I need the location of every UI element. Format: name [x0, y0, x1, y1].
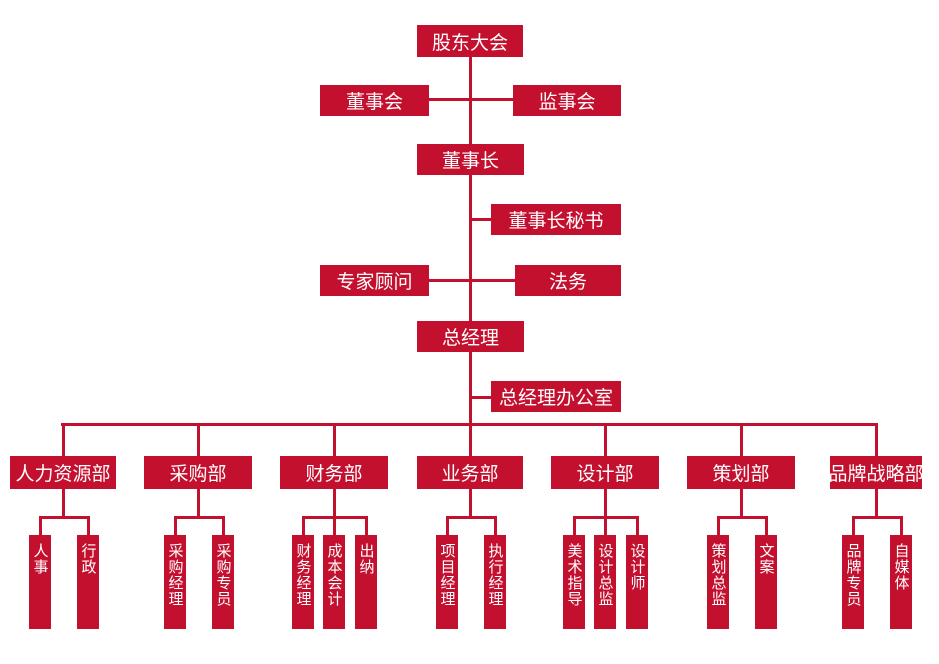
board-of-directors-box: 董事会 — [320, 85, 429, 116]
department-stem-line — [875, 489, 878, 516]
sub-drop-line — [87, 516, 90, 535]
boards-connector-line — [429, 98, 513, 101]
sub-role-label: 采购专员 — [214, 543, 233, 607]
supervisory-board-box: 监事会 — [513, 85, 621, 116]
sub-role-label: 文案 — [757, 543, 776, 575]
sub-role-box: 财务经理 — [292, 535, 314, 629]
sub-drop-line — [765, 516, 768, 535]
sub-drop-line — [494, 516, 497, 535]
sub-role-box: 出纳 — [355, 535, 377, 629]
department-stem-line — [469, 489, 472, 516]
department-stem-line — [604, 489, 607, 516]
sub-role-label: 采购经理 — [166, 543, 185, 607]
department-stem-line — [333, 489, 336, 516]
departments-bus-line — [61, 423, 876, 426]
sub-role-label: 策划总监 — [709, 543, 728, 607]
department-box: 财务部 — [280, 456, 388, 489]
department-box: 品牌战略部 — [829, 456, 924, 489]
sub-drop-line — [636, 516, 639, 535]
sub-role-label: 美术指导 — [565, 543, 584, 607]
general-manager-box: 总经理 — [417, 321, 524, 352]
main-spine-line — [469, 40, 472, 424]
sub-drop-line — [39, 516, 42, 535]
secretary-connector-line — [469, 218, 491, 221]
expert-advisor-box: 专家顾问 — [320, 265, 429, 296]
legal-affairs-box: 法务 — [515, 265, 621, 296]
sub-role-label: 出纳 — [357, 543, 376, 575]
sub-role-box: 人事 — [29, 535, 51, 629]
sub-role-label: 行政 — [79, 543, 98, 575]
chairman-box: 董事长 — [417, 144, 524, 175]
sub-role-box: 设计总监 — [594, 535, 616, 629]
sub-role-box: 设计师 — [626, 535, 648, 629]
department-stem-line — [197, 489, 200, 516]
sub-role-label: 设计师 — [628, 543, 647, 591]
gm-office-connector-line — [469, 396, 491, 399]
sub-bar-line — [446, 516, 497, 519]
sub-role-label: 自媒体 — [892, 543, 911, 591]
department-stem-line — [740, 489, 743, 516]
sub-role-label: 执行经理 — [486, 543, 505, 607]
sub-role-label: 品牌专员 — [844, 543, 863, 607]
sub-role-label: 项目经理 — [438, 543, 457, 607]
sub-role-box: 美术指导 — [563, 535, 585, 629]
sub-bar-line — [174, 516, 225, 519]
sub-role-label: 人事 — [31, 543, 50, 575]
sub-bar-line — [852, 516, 903, 519]
sub-drop-line — [900, 516, 903, 535]
shareholders-meeting-box: 股东大会 — [417, 25, 523, 57]
sub-drop-line — [573, 516, 576, 535]
sub-bar-line — [717, 516, 768, 519]
department-drop-line — [62, 423, 65, 456]
sub-drop-line — [717, 516, 720, 535]
sub-role-box: 品牌专员 — [842, 535, 864, 629]
sub-role-box: 项目经理 — [436, 535, 458, 629]
sub-drop-line — [365, 516, 368, 535]
sub-role-label: 设计总监 — [596, 543, 615, 607]
sub-drop-line — [174, 516, 177, 535]
department-box: 采购部 — [144, 456, 252, 489]
department-drop-line — [333, 423, 336, 456]
sub-drop-line — [333, 516, 336, 535]
department-box: 设计部 — [551, 456, 659, 489]
department-stem-line — [62, 489, 65, 516]
department-box: 人力资源部 — [10, 456, 116, 489]
department-drop-line — [875, 423, 878, 456]
department-drop-line — [197, 423, 200, 456]
sub-drop-line — [852, 516, 855, 535]
sub-role-label: 财务经理 — [294, 543, 313, 607]
sub-role-box: 采购经理 — [164, 535, 186, 629]
sub-role-box: 成本会计 — [323, 535, 345, 629]
sub-role-box: 自媒体 — [890, 535, 912, 629]
sub-drop-line — [222, 516, 225, 535]
sub-drop-line — [604, 516, 607, 535]
chairman-secretary-box: 董事长秘书 — [491, 204, 621, 235]
advisors-connector-line — [429, 279, 515, 282]
sub-role-box: 文案 — [755, 535, 777, 629]
sub-drop-line — [446, 516, 449, 535]
sub-drop-line — [302, 516, 305, 535]
sub-role-label: 成本会计 — [325, 543, 344, 607]
department-drop-line — [469, 423, 472, 456]
sub-bar-line — [39, 516, 90, 519]
department-drop-line — [604, 423, 607, 456]
department-box: 策划部 — [687, 456, 795, 489]
sub-role-box: 策划总监 — [707, 535, 729, 629]
sub-role-box: 采购专员 — [212, 535, 234, 629]
department-drop-line — [740, 423, 743, 456]
gm-office-box: 总经理办公室 — [491, 381, 621, 412]
sub-role-box: 行政 — [77, 535, 99, 629]
sub-role-box: 执行经理 — [484, 535, 506, 629]
department-box: 业务部 — [417, 456, 523, 489]
